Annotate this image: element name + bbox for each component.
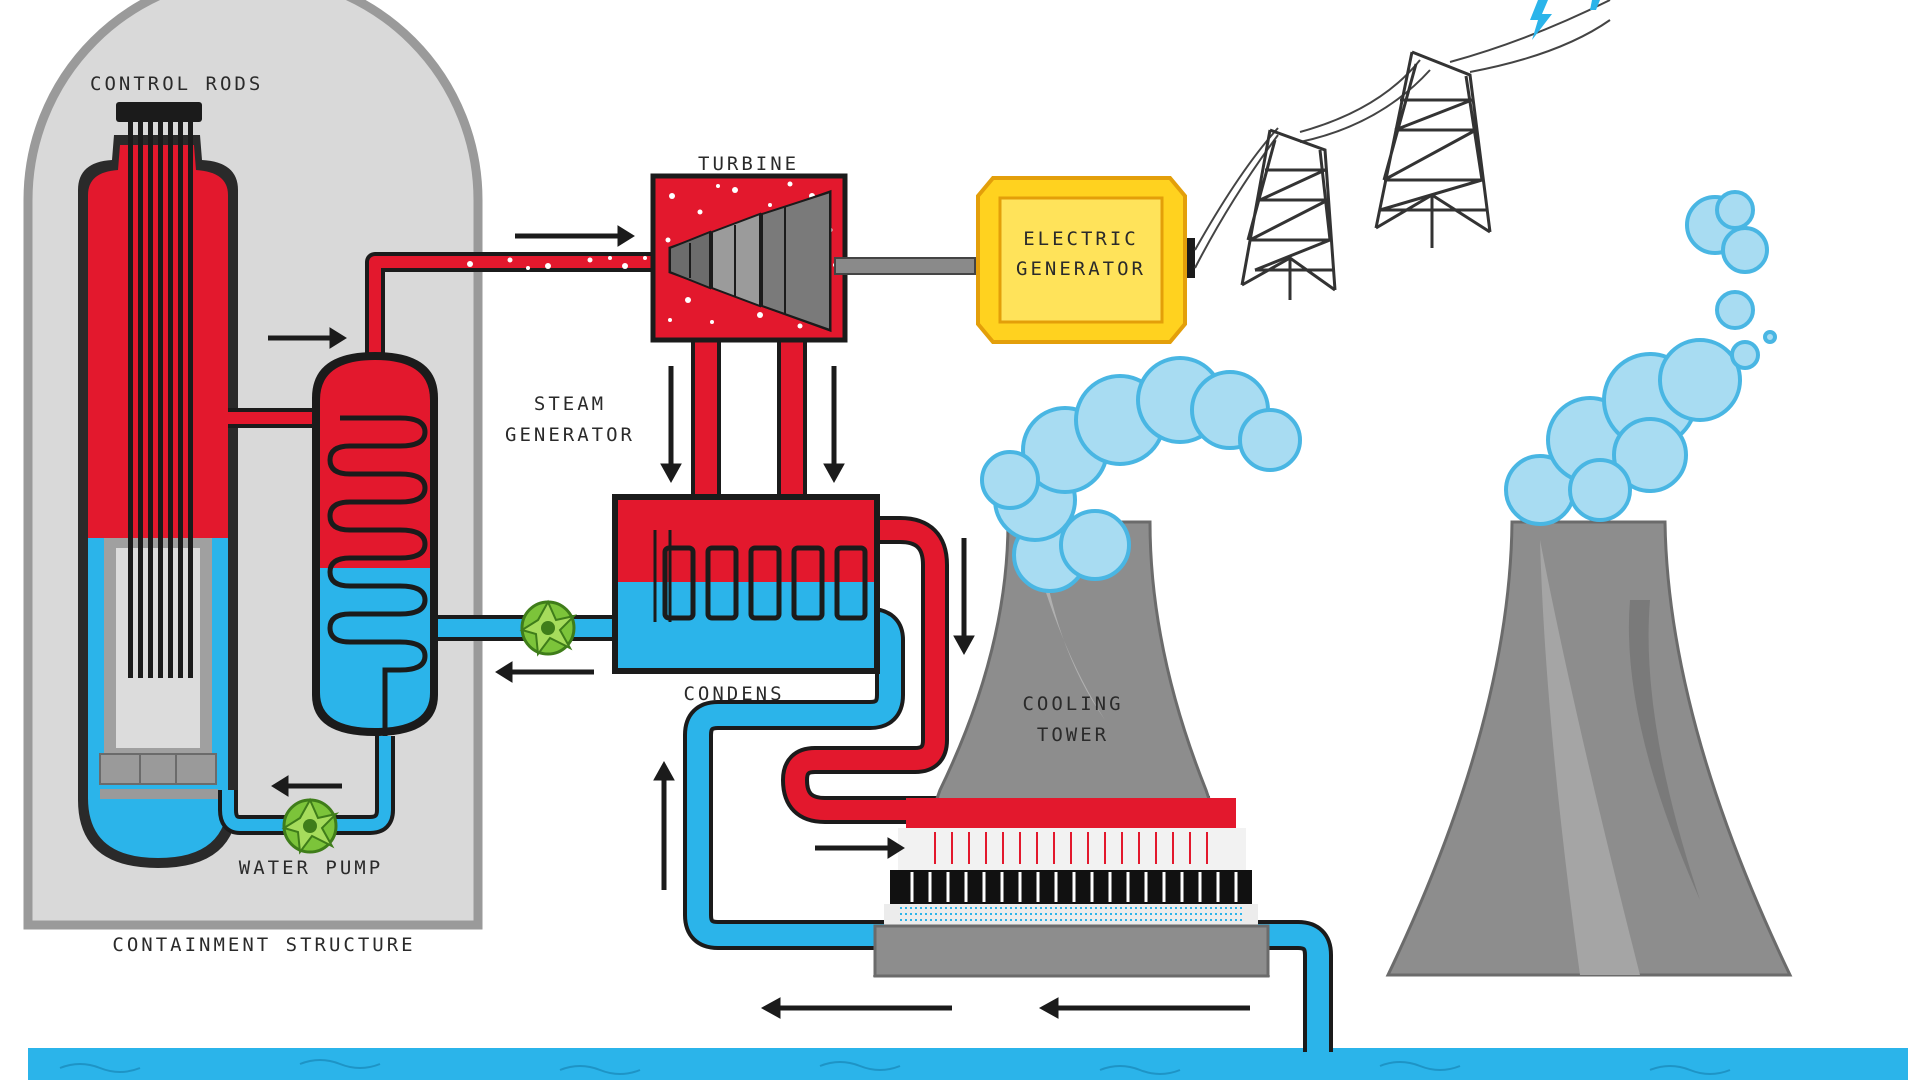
arrow-right-icon [815, 837, 905, 859]
reactor-vessel [78, 102, 238, 868]
label-turbine: TURBINE [698, 153, 799, 175]
label-steam-generator-line1: STEAM [534, 393, 606, 415]
label-control-rods: CONTROL RODS [90, 73, 263, 95]
arrow-left-icon [1038, 997, 1250, 1019]
label-cooling-tower-line2: TOWER [1037, 724, 1109, 746]
power-transmission [1194, 0, 1611, 269]
arrow-left-icon [495, 661, 594, 683]
cooling-tower [872, 520, 1271, 978]
arrow-up-icon [653, 760, 675, 890]
flow-arrows [268, 225, 1250, 1019]
transmission-tower-left [1240, 128, 1337, 300]
label-water-pump: WATER PUMP [239, 857, 383, 879]
label-containment-structure: CONTAINMENT STRUCTURE [112, 934, 415, 956]
steam-cloud-right [1504, 190, 1777, 526]
arrow-left-icon [760, 997, 952, 1019]
arrow-down-icon [823, 366, 845, 484]
arrow-down-icon [660, 366, 682, 484]
lightning-bolt-icon [1530, 0, 1600, 40]
condenser [612, 494, 880, 674]
arrow-left-icon [271, 775, 342, 797]
label-electric-generator-line1: ELECTRIC [1023, 228, 1139, 250]
label-electric-generator-line2: GENERATOR [1016, 258, 1146, 280]
river [28, 1048, 1908, 1080]
water-pump-icon [281, 797, 340, 855]
condenser-pump-icon [519, 599, 578, 657]
control-rods [116, 102, 202, 678]
label-steam-generator-line2: GENERATOR [505, 424, 635, 446]
label-condens: CONDENS [683, 683, 784, 705]
electric-generator [976, 176, 1195, 344]
arrow-right-icon [515, 225, 635, 247]
transmission-tower-right [1374, 50, 1492, 248]
cooling-tower-right [1385, 520, 1793, 977]
arrow-down-icon [953, 538, 975, 656]
arrow-right-icon [268, 327, 347, 349]
steam-cloud-left [980, 356, 1302, 593]
steam-generator [312, 352, 438, 740]
label-cooling-tower-line1: COOLING [1022, 693, 1123, 715]
turbine [467, 173, 976, 343]
